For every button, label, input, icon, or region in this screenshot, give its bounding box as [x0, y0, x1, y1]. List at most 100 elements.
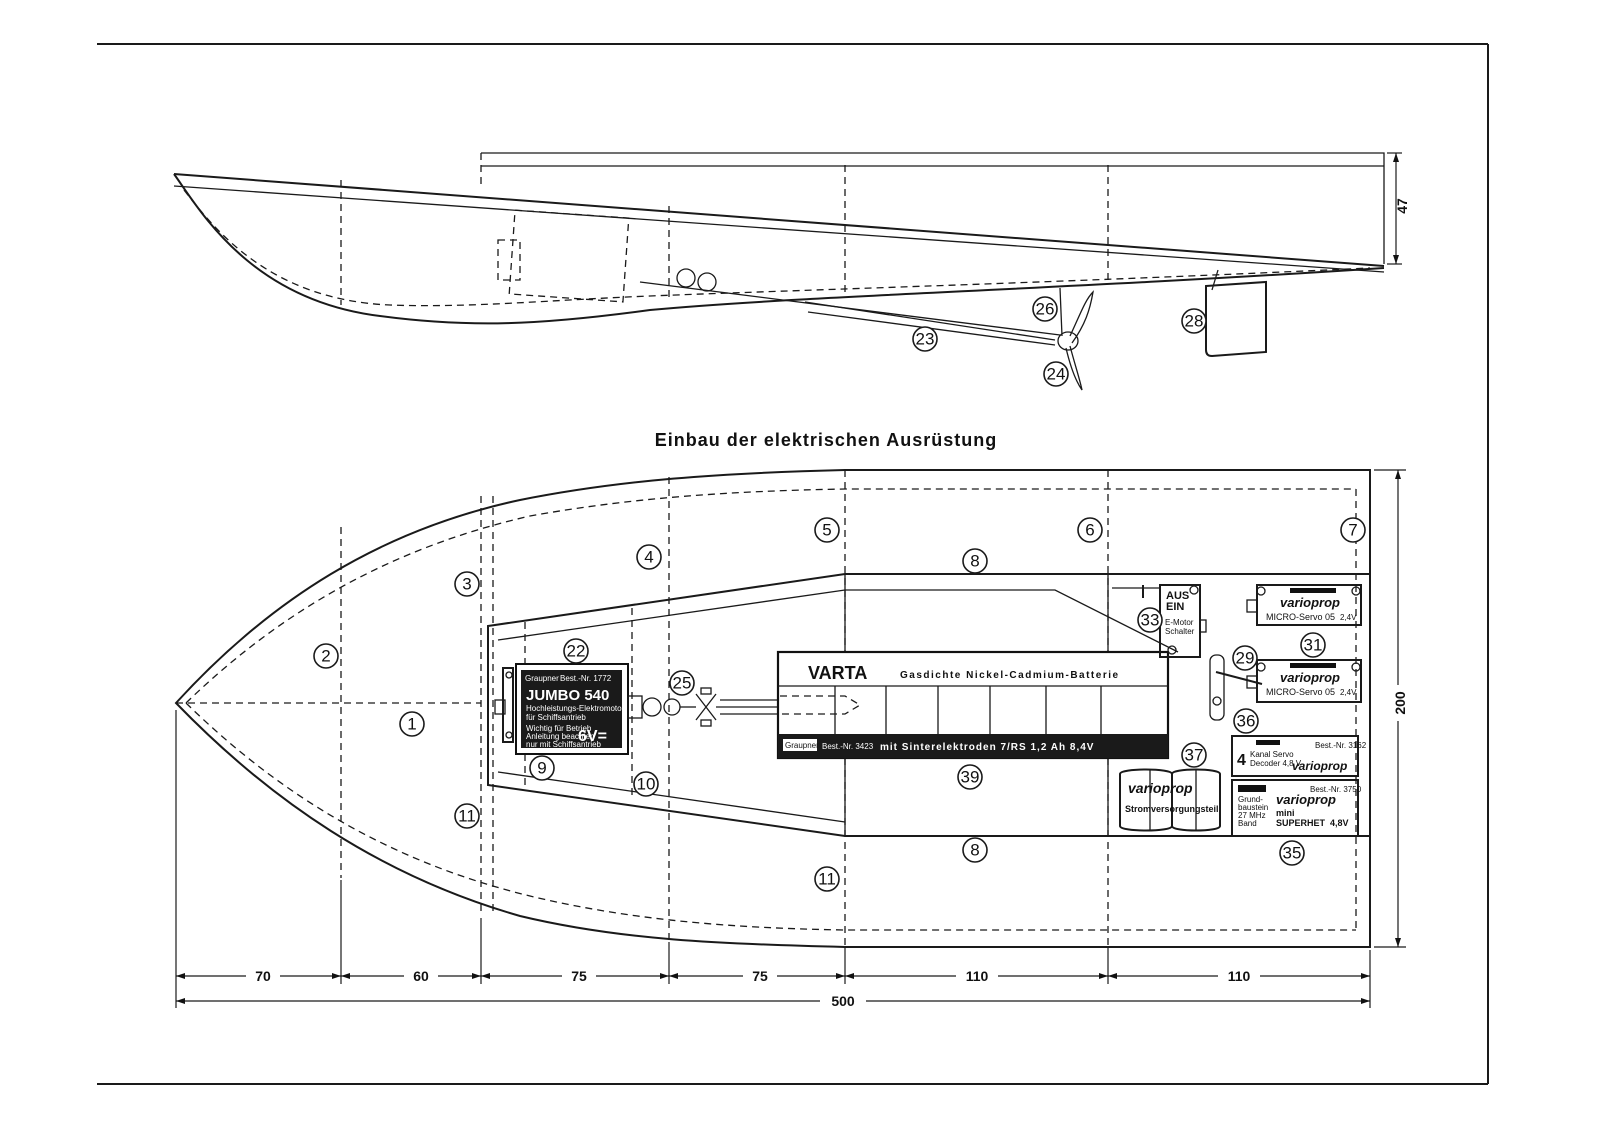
- motor-desc5: nur mit Schiffsantrieb: [526, 740, 602, 749]
- dim-label-seg-4: 75: [752, 968, 768, 984]
- callout-31: 31: [1300, 632, 1326, 658]
- callout-35: 35: [1279, 840, 1305, 866]
- svg-text:23: 23: [916, 330, 935, 349]
- callout-24: 24: [1043, 361, 1069, 387]
- motor-order-no: Best.-Nr. 1772: [560, 674, 612, 683]
- callout-1: 1: [399, 711, 425, 737]
- svg-text:9: 9: [537, 759, 546, 778]
- battery-subtitle: Gasdichte Nickel-Cadmium-Batterie: [900, 670, 1120, 681]
- power-pack-label: Stromversorgungsteil: [1125, 804, 1219, 814]
- receiver-line2: baustein: [1238, 803, 1268, 812]
- callout-23: 23: [912, 326, 938, 352]
- callout-4: 4: [636, 544, 662, 570]
- callout-7: 7: [1340, 517, 1366, 543]
- svg-text:4: 4: [644, 548, 653, 567]
- callout-33: 33: [1137, 607, 1163, 633]
- micro-servo-1: varioprop MICRO-Servo 05 2,4V: [1246, 584, 1362, 626]
- callout-2: 2: [313, 643, 339, 669]
- callout-36: 36: [1233, 708, 1259, 734]
- switch-off-label: AUS: [1166, 590, 1189, 602]
- dim-label-seg-3: 75: [571, 968, 587, 984]
- callout-26: 26: [1032, 296, 1058, 322]
- dim-label-47: 47: [1394, 198, 1410, 214]
- top-view-hull: [174, 469, 1371, 948]
- servo-2-voltage: 2,4V: [1340, 688, 1357, 697]
- servo-1-voltage: 2,4V: [1340, 613, 1357, 622]
- dim-label-seg-5: 110: [966, 968, 989, 984]
- motor-desc4: Anleitung beachten: [526, 732, 595, 741]
- receiver-line4: Band: [1238, 819, 1257, 828]
- dim-label-total: 500: [831, 993, 855, 1009]
- dim-label-seg-6: 110: [1228, 968, 1251, 984]
- battery-spec: mit Sinterelektroden 7/RS 1,2 Ah 8,4V: [880, 742, 1094, 753]
- servo-2-brand: varioprop: [1280, 670, 1340, 685]
- callout-10: 10: [633, 771, 659, 797]
- servo-1-brand: varioprop: [1280, 595, 1340, 610]
- receiver-type: SUPERHET: [1276, 818, 1326, 828]
- callout-25: 25: [669, 670, 695, 696]
- switch-label2: Schalter: [1165, 627, 1195, 636]
- dimension-height-47: 47: [1387, 152, 1410, 265]
- battery-maker: Graupner: [785, 741, 819, 750]
- shaft-coupling: [627, 687, 780, 727]
- micro-servo-2: varioprop MICRO-Servo 05 2,4V: [1246, 659, 1362, 703]
- motor-desc3: Wichtig für Betrieb: [526, 724, 592, 733]
- superhet-receiver: Best.-Nr. 3750 Grund- baustein 27 MHz Ba…: [1231, 779, 1362, 837]
- svg-text:36: 36: [1237, 712, 1256, 731]
- callout-3: 3: [454, 571, 480, 597]
- svg-text:5: 5: [822, 521, 831, 540]
- svg-text:22: 22: [567, 642, 586, 661]
- receiver-brand: varioprop: [1276, 792, 1336, 807]
- receiver-line1: Grund-: [1238, 795, 1263, 804]
- callout-8-lower: 8: [962, 837, 988, 863]
- svg-text:1: 1: [407, 715, 416, 734]
- svg-text:26: 26: [1036, 300, 1055, 319]
- decoder-number: 4: [1237, 752, 1246, 769]
- servo-1-model: MICRO-Servo 05: [1266, 612, 1335, 622]
- motor-desc1: Hochleistungs-Elektromotor: [526, 704, 625, 713]
- receiver-line3: 27 MHz: [1238, 811, 1266, 820]
- svg-text:25: 25: [673, 674, 692, 693]
- svg-text:3: 3: [462, 575, 471, 594]
- receiver-order-no: Best.-Nr. 3750: [1310, 785, 1362, 794]
- power-pack-brand: varioprop: [1128, 780, 1193, 796]
- sheet-frame: [97, 43, 1489, 1085]
- svg-text:8: 8: [970, 552, 979, 571]
- svg-text:11: 11: [818, 870, 836, 889]
- svg-text:11: 11: [458, 807, 476, 826]
- decoder-order-no: Best.-Nr. 3162: [1315, 741, 1367, 750]
- servo-2-model: MICRO-Servo 05: [1266, 687, 1335, 697]
- power-supply-pack: varioprop Stromversorgungsteil: [1119, 768, 1221, 832]
- svg-text:29: 29: [1236, 649, 1255, 668]
- callout-6: 6: [1077, 517, 1103, 543]
- dim-label-200: 200: [1392, 691, 1408, 715]
- drawing-title: Einbau der elektrischen Ausrüstung: [655, 430, 997, 450]
- battery-varta: VARTA Gasdichte Nickel-Cadmium-Batterie …: [776, 650, 1170, 760]
- svg-text:37: 37: [1185, 746, 1204, 765]
- callout-28: 28: [1181, 308, 1207, 334]
- callout-39: 39: [957, 764, 983, 790]
- rudder-linkage: [1209, 654, 1263, 721]
- svg-text:2: 2: [321, 647, 330, 666]
- callout-11-lower: 11: [814, 866, 840, 892]
- callout-9: 9: [529, 755, 555, 781]
- svg-text:28: 28: [1185, 312, 1204, 331]
- decoder-line1: Kanal Servo: [1250, 750, 1294, 759]
- length-dimensions: 70 60 75 75 110 110 500: [175, 710, 1371, 1010]
- switch-on-label: EIN: [1166, 601, 1184, 613]
- callout-22: 22: [563, 638, 589, 664]
- svg-text:39: 39: [961, 768, 980, 787]
- battery-brand: VARTA: [808, 663, 867, 683]
- receiver-voltage: 4,8V: [1330, 818, 1349, 828]
- motor-desc2: für Schiffsantrieb: [526, 713, 586, 722]
- battery-order-no: Best.-Nr. 3423: [822, 742, 874, 751]
- callout-29: 29: [1232, 645, 1258, 671]
- callout-11-left: 11: [454, 803, 480, 829]
- svg-text:7: 7: [1348, 521, 1357, 540]
- svg-text:33: 33: [1141, 611, 1160, 630]
- decoder-line2: Decoder 4,8 V: [1250, 759, 1302, 768]
- motor-name: JUMBO 540: [526, 687, 609, 704]
- receiver-model: mini: [1276, 808, 1295, 818]
- svg-text:10: 10: [637, 775, 656, 794]
